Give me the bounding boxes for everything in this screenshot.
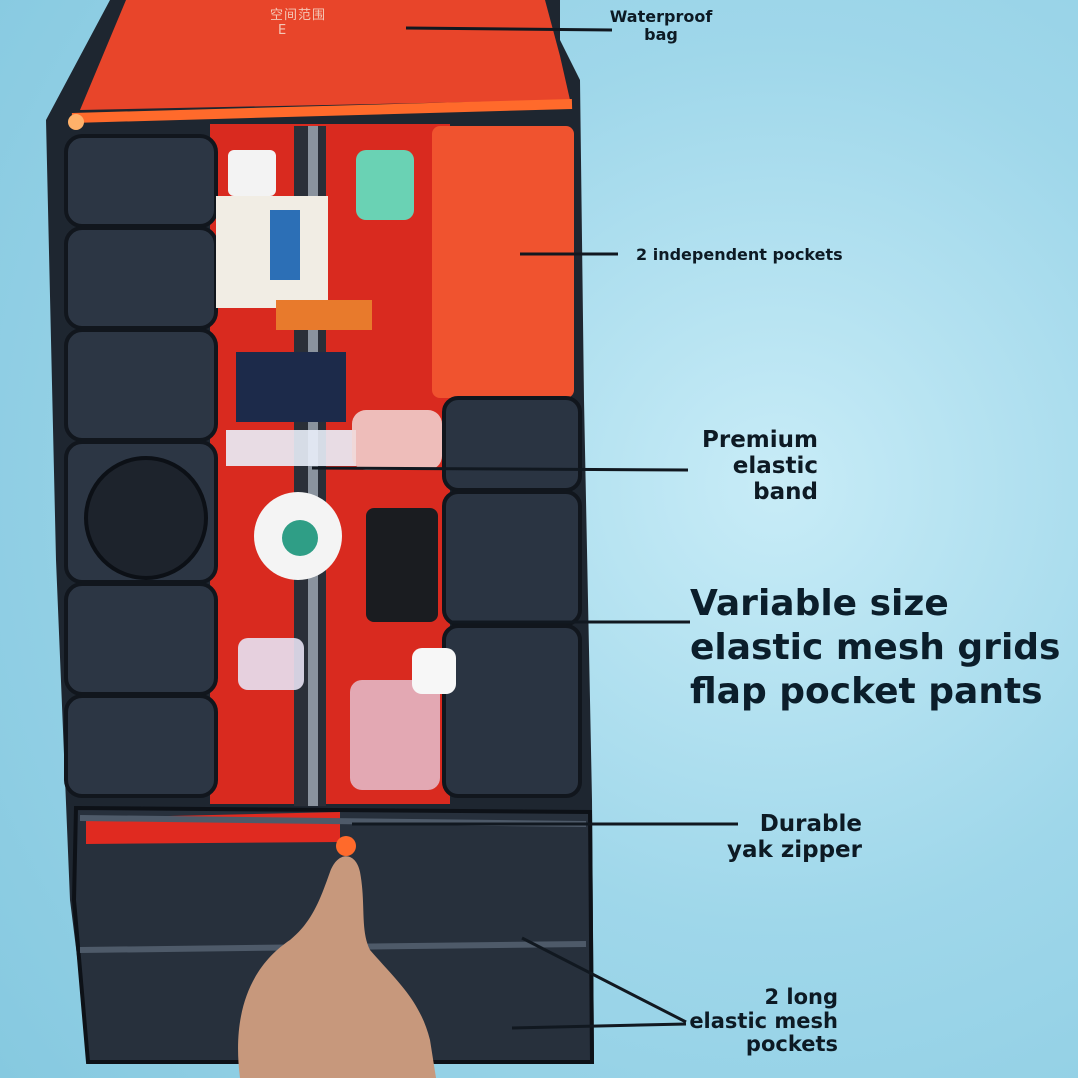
label-waterproof-line-2: bag	[644, 24, 678, 44]
snack-packet	[276, 300, 372, 330]
top-zipper	[71, 99, 573, 123]
label-variable-line-1: Variable size	[690, 583, 949, 624]
label-band-line-3: band	[753, 478, 818, 505]
zipper-pull-bottom	[336, 836, 356, 856]
hand	[238, 856, 436, 1078]
small-bottle	[228, 150, 276, 196]
label-independent-pockets: 2 independent pockets	[636, 246, 843, 264]
label-band-line-2: elastic	[732, 452, 818, 479]
perfume-box	[236, 352, 346, 422]
label-yak-zipper: Durable yak zipper	[700, 811, 862, 864]
label-elastic-band: Premium elastic band	[676, 427, 818, 505]
label-waterproof-bag: Waterproof bag	[606, 8, 716, 44]
label-variable-line-2: elastic mesh grids	[690, 626, 1061, 668]
callout-lines	[311, 26, 738, 1030]
label-mesh-pockets: 2 long elastic mesh pockets	[682, 985, 838, 1057]
label-mesh-line-1: 2 long	[764, 985, 838, 1009]
label-zipper-line-1: Durable	[759, 811, 862, 837]
label-waterproof-line-1: Waterproof	[609, 7, 713, 26]
tube-cap-label	[270, 210, 300, 280]
cotton-swabs	[226, 430, 356, 466]
label-pockets-text: 2 independent pockets	[636, 245, 843, 264]
label-variable-line-3: flap pocket pants	[690, 670, 1043, 712]
label-variable-mesh-grids: Variable size elastic mesh grids flap po…	[690, 582, 1060, 714]
mouthwash-bottle	[350, 680, 440, 790]
black-card-case	[366, 508, 438, 622]
label-zipper-line-2: yak zipper	[727, 836, 862, 863]
bag-brand-mark: 空间范围 E	[270, 4, 326, 38]
zipper-pull-top	[68, 114, 84, 130]
label-mesh-line-3: pockets	[745, 1032, 838, 1057]
glass-bottle	[352, 410, 442, 470]
label-band-line-1: Premium	[702, 427, 818, 453]
case-green-dot	[282, 520, 318, 556]
green-case	[356, 150, 414, 220]
label-mesh-line-2: elastic mesh	[689, 1008, 838, 1033]
round-tin	[84, 456, 208, 580]
right-pocket-panel	[432, 126, 574, 398]
white-spray-bottle	[412, 648, 456, 694]
bag-brand-text: 空间范围	[270, 8, 327, 23]
right-mesh-pockets	[442, 396, 582, 798]
travel-bottle	[238, 638, 304, 690]
bag-brand-letter: E	[278, 23, 288, 38]
